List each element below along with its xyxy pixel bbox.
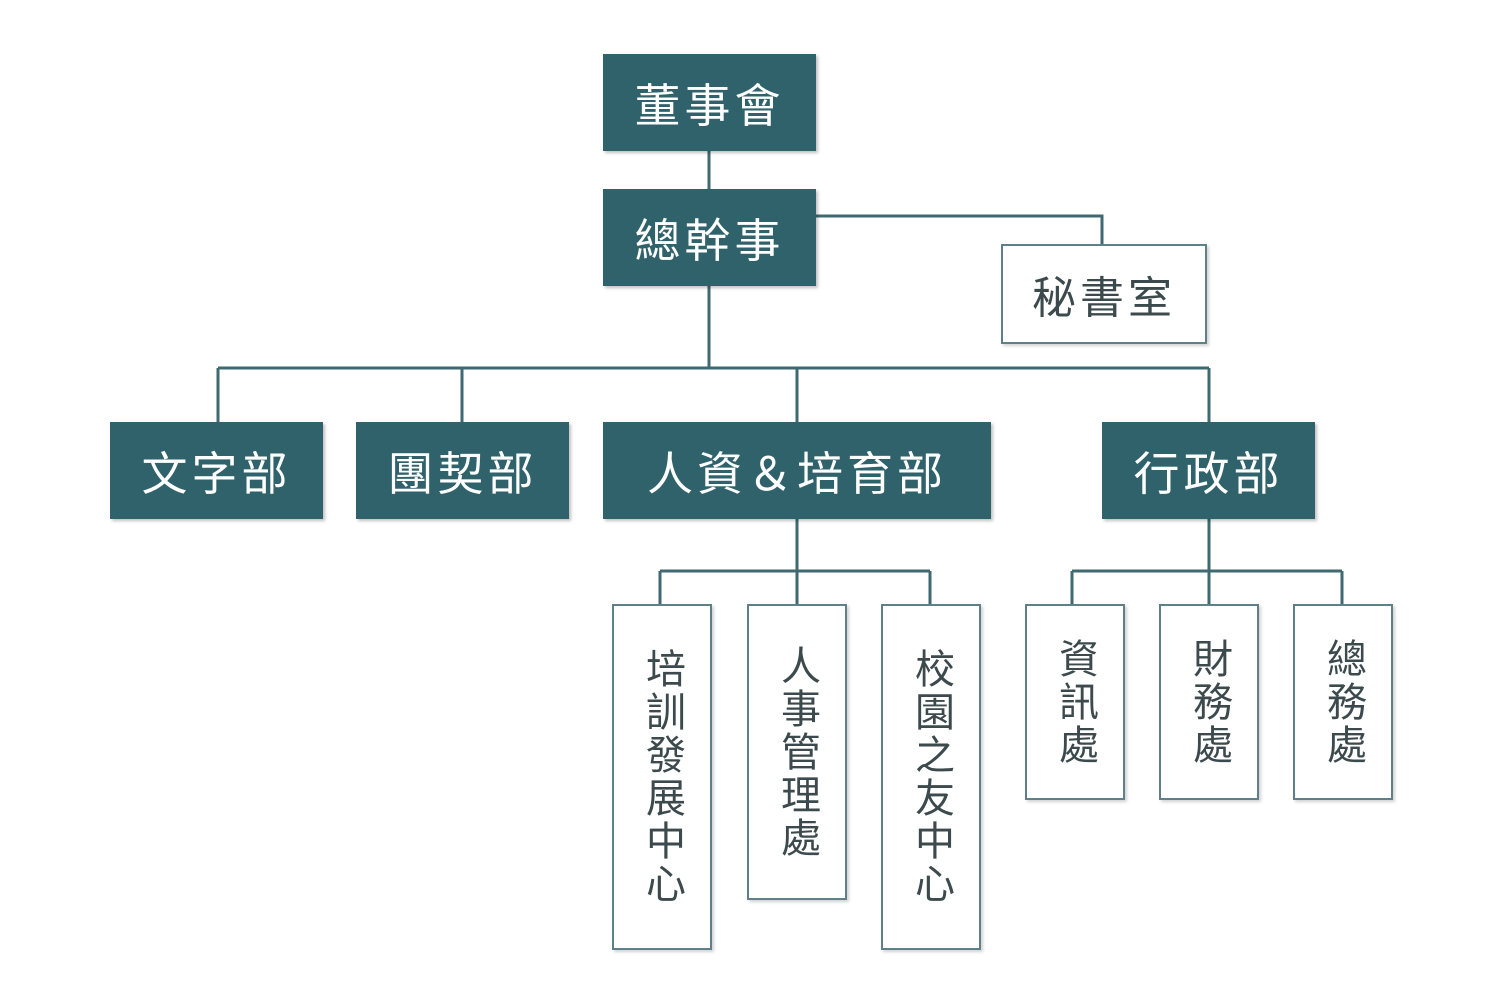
fellowship-department-label: 團契部	[387, 446, 538, 501]
finance-office-node: 財務處	[1159, 604, 1259, 800]
alumni-center-node: 校園之友中心	[881, 604, 981, 950]
general-secretary-label: 總幹事	[634, 213, 785, 268]
general-affairs-office-label: 總務處	[1320, 637, 1366, 767]
fellowship-department-node: 團契部	[356, 422, 569, 519]
connector-gs-secretariat	[816, 214, 1104, 244]
personnel-office-label: 人事管理處	[774, 644, 820, 860]
information-office-node: 資訊處	[1025, 604, 1125, 800]
alumni-center-label: 校園之友中心	[908, 648, 954, 906]
training-center-label: 培訓發展中心	[639, 648, 685, 906]
finance-office-label: 財務處	[1186, 637, 1232, 767]
personnel-office-node: 人事管理處	[747, 604, 847, 900]
training-center-node: 培訓發展中心	[612, 604, 712, 950]
hr-training-department-node: 人資＆培育部	[603, 422, 991, 519]
secretariat-node: 秘書室	[1001, 244, 1207, 344]
hr-training-department-label: 人資＆培育部	[647, 446, 947, 501]
text-department-label: 文字部	[141, 446, 292, 501]
admin-department-node: 行政部	[1102, 422, 1315, 519]
general-secretary-node: 總幹事	[603, 189, 816, 286]
general-affairs-office-node: 總務處	[1293, 604, 1393, 800]
board-label: 董事會	[634, 78, 785, 133]
secretariat-label: 秘書室	[1032, 273, 1176, 324]
text-department-node: 文字部	[110, 422, 323, 519]
board-node: 董事會	[603, 54, 816, 151]
information-office-label: 資訊處	[1052, 637, 1098, 767]
admin-department-label: 行政部	[1133, 446, 1284, 501]
